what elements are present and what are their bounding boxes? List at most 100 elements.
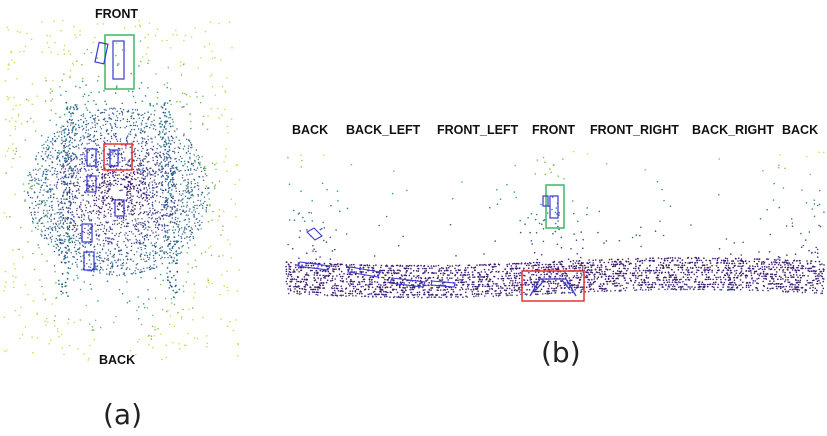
cloud-point xyxy=(56,186,57,187)
cloud-point xyxy=(159,123,161,125)
cloud-point xyxy=(197,194,198,195)
cloud-point xyxy=(468,265,470,267)
cloud-point xyxy=(175,167,176,168)
cloud-point xyxy=(742,265,744,267)
cloud-point xyxy=(66,207,67,208)
cloud-point xyxy=(174,241,175,242)
cloud-point xyxy=(405,275,407,277)
cloud-point xyxy=(64,53,66,55)
cloud-point xyxy=(623,265,625,267)
cloud-point xyxy=(112,112,113,113)
cloud-point xyxy=(42,202,43,203)
cloud-point xyxy=(137,263,138,264)
cloud-point xyxy=(134,186,135,187)
cloud-point xyxy=(815,261,817,263)
cloud-point xyxy=(141,324,143,326)
cloud-point xyxy=(471,267,473,269)
cloud-point xyxy=(155,227,156,228)
cloud-point xyxy=(819,261,821,263)
cloud-point xyxy=(313,277,315,279)
cloud-point xyxy=(72,113,74,115)
cloud-point xyxy=(161,184,163,186)
cloud-point xyxy=(645,272,647,274)
cloud-point xyxy=(31,176,32,177)
cloud-point xyxy=(107,191,108,192)
cloud-point xyxy=(600,269,602,271)
cloud-point xyxy=(74,139,76,141)
cloud-point xyxy=(139,240,140,241)
cloud-point xyxy=(184,344,186,346)
cloud-point xyxy=(174,172,176,174)
cloud-point xyxy=(19,32,21,34)
cloud-point xyxy=(117,220,118,221)
cloud-point xyxy=(193,165,194,166)
cloud-point xyxy=(290,272,292,274)
cloud-point xyxy=(155,253,156,254)
cloud-point xyxy=(13,150,15,152)
cloud-point xyxy=(79,30,81,32)
cloud-point xyxy=(160,258,161,259)
cloud-point xyxy=(771,262,773,264)
cloud-point xyxy=(147,189,148,190)
cloud-point xyxy=(678,264,680,266)
cloud-point xyxy=(792,262,794,264)
cloud-point xyxy=(189,174,190,175)
cloud-point xyxy=(192,229,193,230)
cloud-point xyxy=(804,275,806,277)
cloud-point xyxy=(537,269,539,271)
cloud-point xyxy=(200,200,201,201)
cloud-point xyxy=(144,239,145,240)
cloud-point xyxy=(155,73,157,75)
cloud-point xyxy=(161,40,163,42)
cloud-point xyxy=(100,187,102,189)
cloud-point xyxy=(175,217,176,218)
cloud-point xyxy=(130,211,131,212)
cloud-point xyxy=(143,117,145,119)
cloud-point xyxy=(76,175,77,176)
cloud-point xyxy=(133,261,134,262)
cloud-point xyxy=(143,165,144,166)
cloud-point xyxy=(175,279,177,281)
cloud-point xyxy=(111,108,112,109)
cloud-point xyxy=(619,264,621,266)
cloud-point xyxy=(142,169,144,171)
cloud-point xyxy=(150,210,151,211)
cloud-point xyxy=(200,57,202,59)
cloud-point xyxy=(62,273,64,275)
cloud-point xyxy=(179,148,180,149)
cloud-point xyxy=(156,186,157,187)
cloud-point xyxy=(402,280,404,282)
cloud-point xyxy=(613,276,615,278)
cloud-point xyxy=(791,276,793,278)
cloud-point xyxy=(660,267,662,269)
cloud-point xyxy=(90,117,92,119)
cloud-point xyxy=(64,160,66,162)
cloud-point xyxy=(568,266,570,268)
cloud-point xyxy=(24,200,26,202)
cloud-point xyxy=(419,283,421,285)
cloud-point xyxy=(772,274,774,276)
cloud-point xyxy=(103,245,104,246)
cloud-point xyxy=(146,236,148,238)
cloud-point xyxy=(99,195,100,196)
cloud-point xyxy=(69,196,70,197)
cloud-point xyxy=(151,338,153,340)
cloud-point xyxy=(77,170,78,171)
cloud-point xyxy=(823,270,825,272)
cloud-point xyxy=(49,158,50,159)
cloud-point xyxy=(787,269,789,271)
cloud-point xyxy=(154,209,155,210)
cloud-point xyxy=(90,128,91,129)
cloud-point xyxy=(209,205,211,207)
cloud-point xyxy=(101,186,102,187)
cloud-point xyxy=(95,223,96,224)
cloud-point xyxy=(166,213,167,214)
cloud-point xyxy=(186,252,188,254)
cloud-point xyxy=(295,267,297,269)
cloud-point xyxy=(83,214,84,215)
cloud-point xyxy=(136,251,137,252)
cloud-point xyxy=(175,210,176,211)
cloud-point xyxy=(70,53,72,55)
cloud-point xyxy=(147,229,148,230)
cloud-point xyxy=(37,212,38,213)
